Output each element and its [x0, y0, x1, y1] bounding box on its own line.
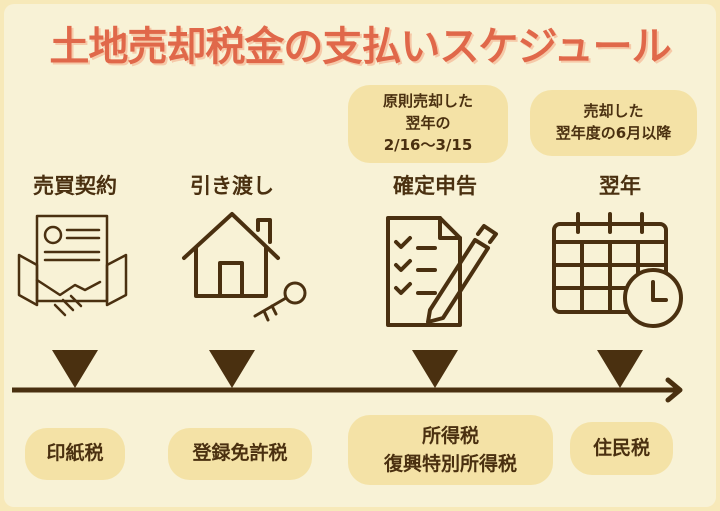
tax-label: 登録免許税	[192, 442, 288, 465]
note-resident-tax-period: 売却した 翌年度の6月以降	[530, 90, 697, 156]
tax-pill-resident: 住民税	[570, 422, 673, 475]
timeline-marker	[52, 350, 98, 388]
note-tax-return-period: 原則売却した 翌年の 2/16〜3/15	[348, 85, 508, 163]
note-line: 翌年度の6月以降	[555, 124, 672, 142]
timeline-marker	[209, 350, 255, 388]
tax-label: 住民税	[592, 436, 650, 459]
note-line: 2/16〜3/15	[383, 135, 473, 154]
timeline-marker	[597, 350, 643, 388]
house-key-icon	[180, 208, 315, 332]
document-pen-icon	[380, 210, 500, 336]
tax-pill-income: 所得税復興特別所得税	[348, 415, 553, 485]
step-label-next-year: 翌年	[599, 174, 641, 198]
note-line: 翌年の	[405, 114, 451, 133]
step-label-handover: 引き渡し	[190, 174, 274, 198]
timeline-arrow	[12, 377, 683, 403]
step-label-contract: 売買契約	[33, 174, 117, 198]
calendar-clock-icon	[550, 210, 690, 336]
timeline-marker	[412, 350, 458, 388]
note-line: 原則売却した	[382, 92, 473, 111]
note-line: 売却した	[583, 102, 644, 121]
tax-label: 所得税	[421, 424, 479, 447]
page-title: 土地売却税金の支払いスケジュール	[49, 24, 671, 70]
tax-label: 印紙税	[46, 442, 104, 465]
tax-label: 復興特別所得税	[383, 453, 517, 475]
tax-pill-stamp: 印紙税	[25, 428, 125, 480]
step-label-tax-return: 確定申告	[393, 174, 477, 198]
tax-pill-registration: 登録免許税	[168, 428, 312, 480]
contract-handshake-icon	[15, 210, 130, 334]
